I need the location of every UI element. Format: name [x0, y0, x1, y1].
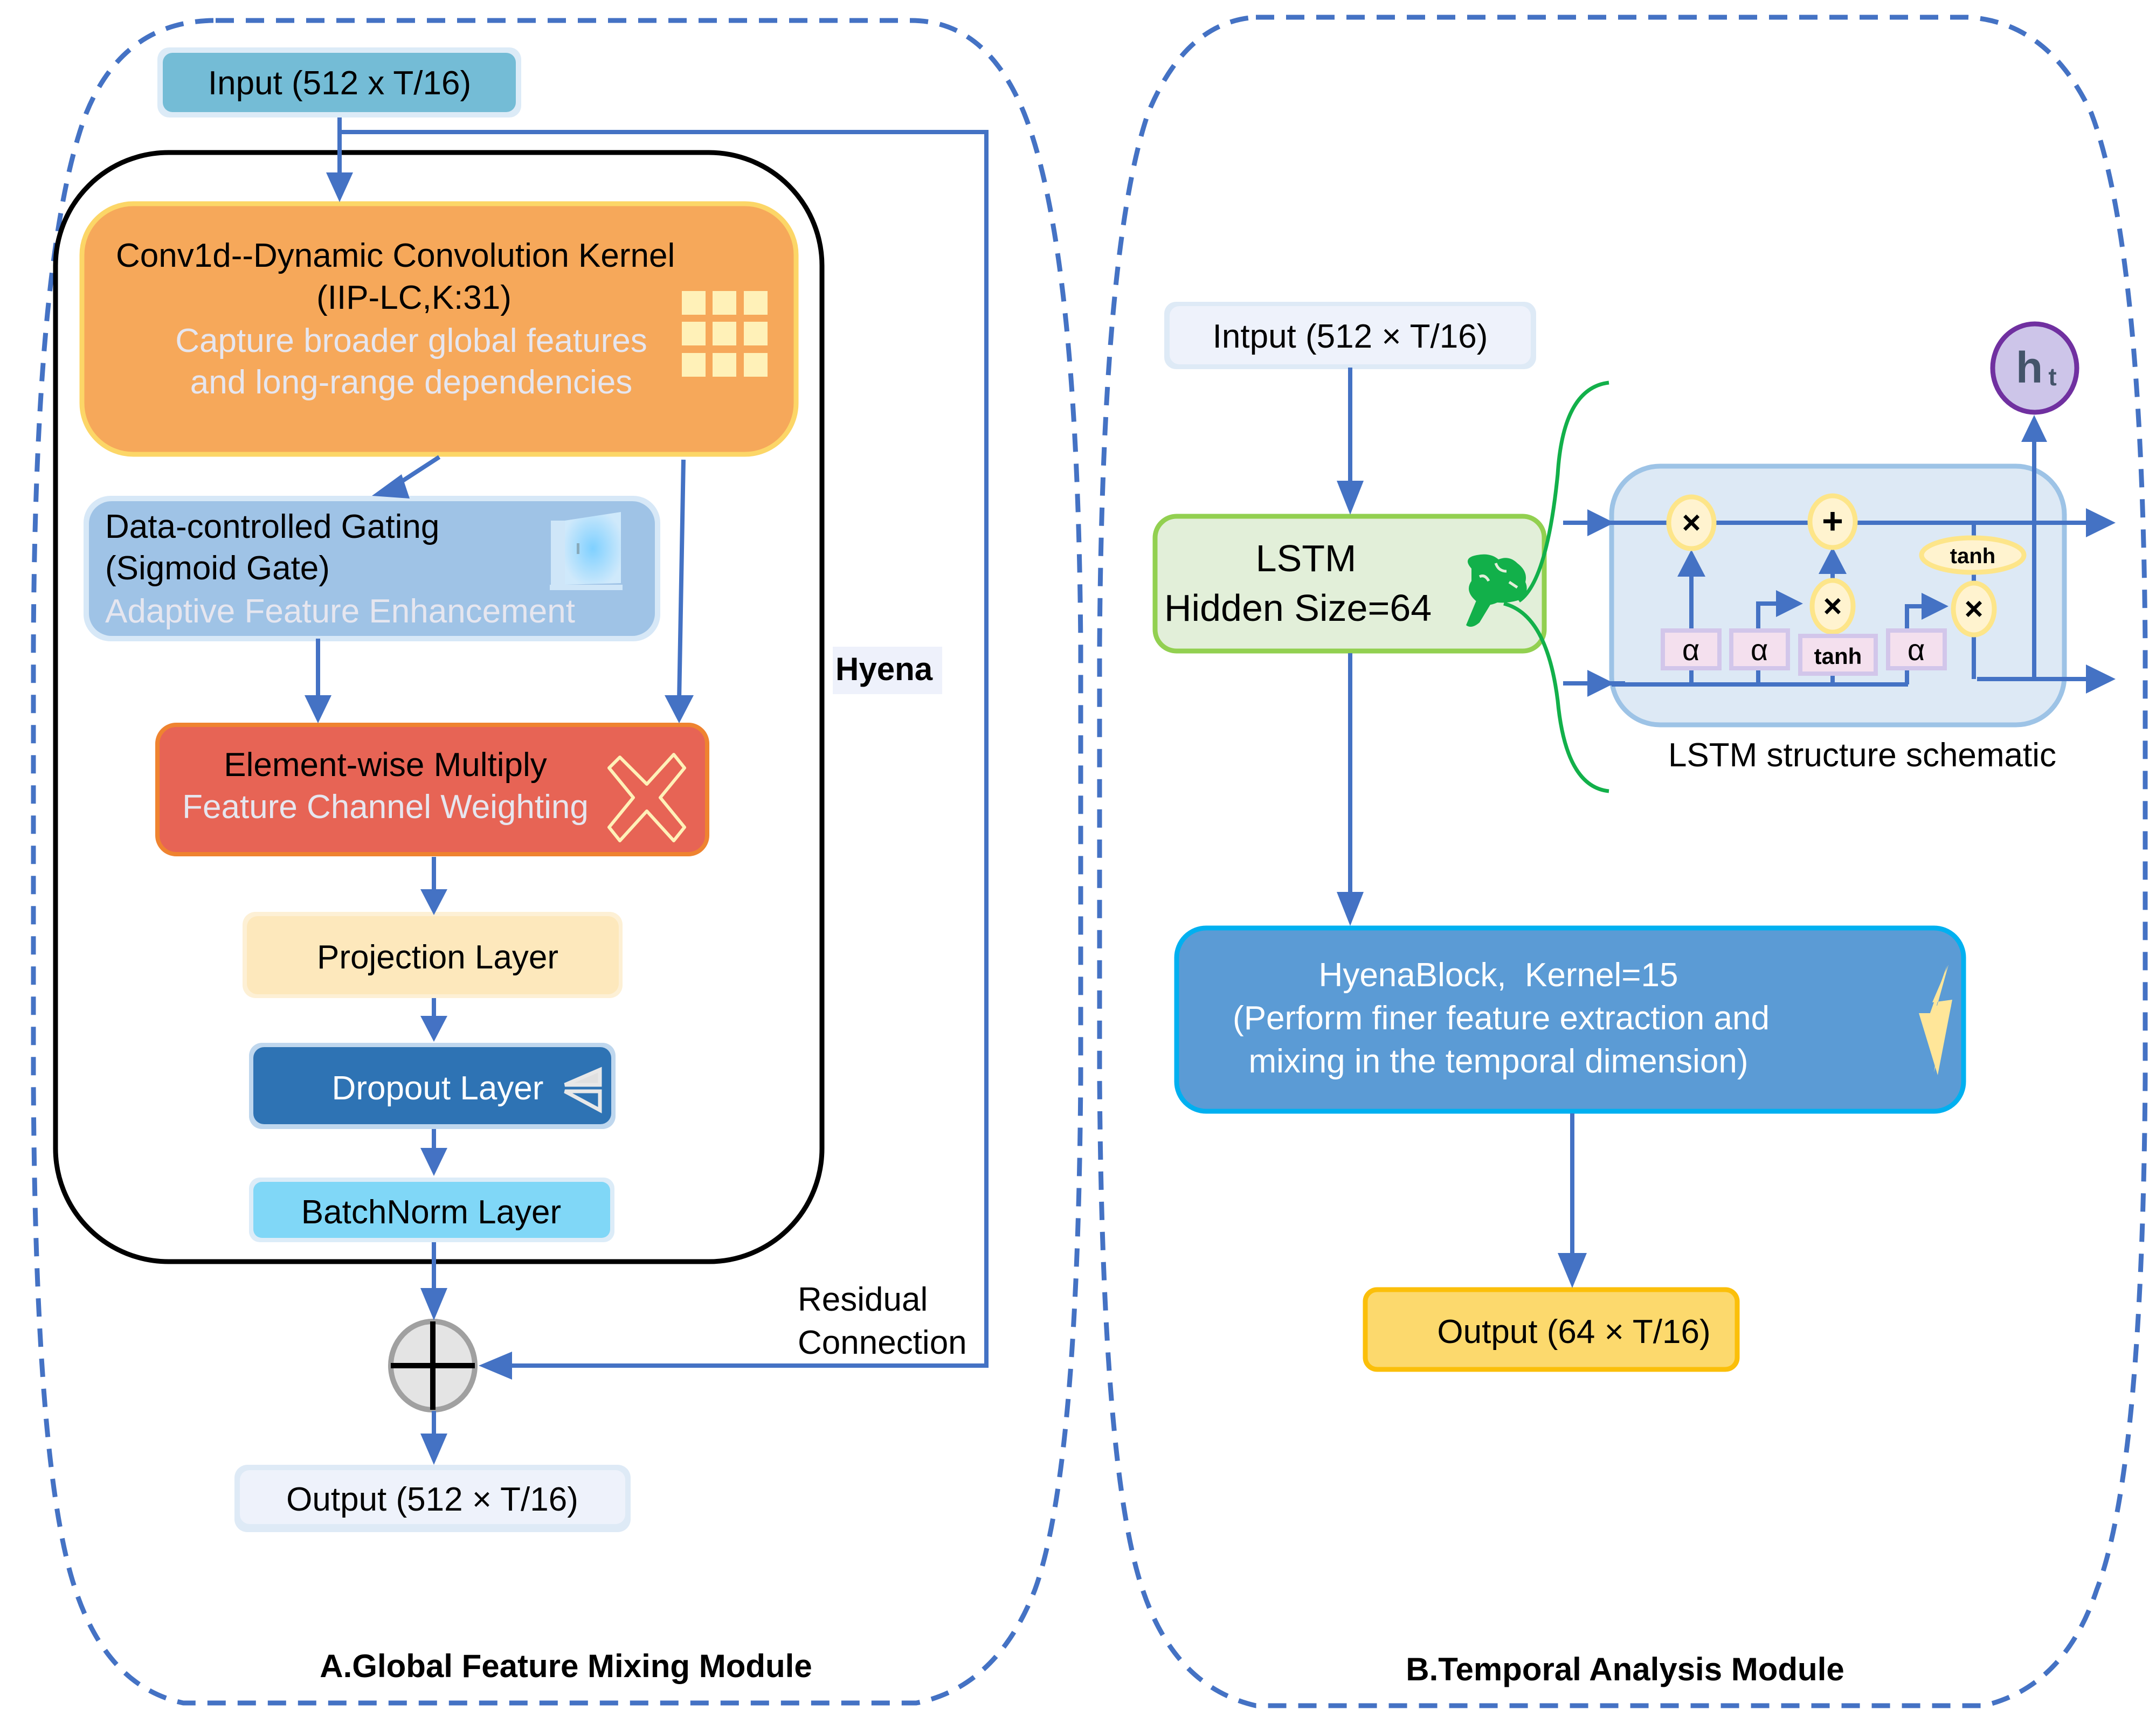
dropout-box — [253, 1047, 611, 1124]
gating-title-line1: Data-controlled Gating — [105, 508, 439, 545]
op-cell-add: + — [1807, 493, 1858, 550]
module-a-frame — [31, 18, 1083, 1706]
module-a-connectors — [305, 117, 989, 1465]
module-b-connectors — [1337, 368, 1587, 1288]
multiply-box — [155, 723, 709, 856]
lightning-icon-fill — [1929, 966, 1951, 1072]
op-tanh-top: tanh — [1919, 535, 2027, 575]
gate-input-sigma: α — [1729, 628, 1790, 670]
svg-text:α: α — [1908, 633, 1925, 667]
svg-text:α: α — [1751, 633, 1768, 667]
gating-title-line2: (Sigmoid Gate) — [105, 550, 330, 587]
hyena-label-bg — [833, 647, 942, 694]
svg-text:tanh: tanh — [1950, 544, 1995, 568]
lstm-schematic: × + × × tanh α — [1563, 321, 2116, 774]
conv-desc-line1: Capture broader global features — [175, 322, 647, 359]
gate-candidate-tanh: tanh — [1798, 634, 1878, 676]
op-input-multiply: × — [1809, 578, 1856, 635]
module-a: Hyena Input (512 x T/16) Conv1d--Dynamic… — [31, 18, 1083, 1706]
svg-text:×: × — [1682, 504, 1701, 541]
projection-label: Projection Layer — [317, 939, 558, 976]
module-b-frame — [1097, 15, 2148, 1708]
conv-desc-line2: and long-range dependencies — [190, 364, 632, 401]
svg-text:tanh: tanh — [1814, 643, 1862, 669]
multiply-desc: Feature Channel Weighting — [182, 788, 589, 826]
lstm-schematic-caption: LSTM structure schematic — [1668, 737, 2056, 774]
conv-box — [79, 201, 799, 457]
gating-box — [89, 501, 655, 636]
batchnorm-box — [253, 1182, 610, 1238]
input-a-label: Input (512 x T/16) — [208, 65, 471, 102]
input-b-label: Intput (512 × T/16) — [1213, 318, 1488, 355]
gate-output-sigma: α — [1886, 628, 1947, 670]
residual-label-line1: Residual — [798, 1281, 928, 1318]
residual-label-line2: Connection — [798, 1324, 967, 1361]
output-a-label: Output (512 × T/16) — [286, 1481, 578, 1518]
cross-icon — [607, 753, 686, 842]
dropout-label: Dropout Layer — [332, 1070, 544, 1107]
input-a-box — [163, 53, 516, 112]
hidden-state-node: h t — [1990, 321, 2079, 415]
multiply-title: Element-wise Multiply — [224, 746, 547, 784]
svg-text:h: h — [2016, 343, 2043, 392]
projection-box — [247, 916, 619, 994]
gate-forget-sigma: α — [1661, 628, 1722, 670]
output-b-box — [1363, 1287, 1740, 1372]
conv-title-line1: Conv1d--Dynamic Convolution Kernel — [116, 237, 675, 274]
hyena-block-title: HyenaBlock, Kernel=15 — [1319, 957, 1678, 994]
door-icon — [550, 512, 623, 590]
hyena-frame — [53, 150, 825, 1264]
batchnorm-label: BatchNorm Layer — [301, 1194, 561, 1231]
brace-curve-top — [1517, 380, 1609, 603]
grid-icon — [682, 291, 768, 377]
svg-text:×: × — [1823, 588, 1842, 624]
module-b: Intput (512 × T/16) LSTM Hidden Size=64 — [1097, 15, 2148, 1708]
lstm-title: LSTM — [1256, 537, 1357, 579]
conv-title-line2: (IIP-LC,K:31) — [316, 279, 512, 316]
svg-text:t: t — [2048, 363, 2056, 391]
svg-text:×: × — [1964, 591, 1983, 627]
svg-text:α: α — [1682, 633, 1699, 667]
lstm-box — [1152, 514, 1547, 654]
hyena-label: Hyena — [835, 651, 933, 687]
hyena-block-desc-line2: mixing in the temporal dimension) — [1249, 1043, 1749, 1080]
hyena-block-desc-line1: (Perform finer feature extraction and — [1233, 1000, 1770, 1037]
gating-desc: Adaptive Feature Enhancement — [105, 593, 575, 630]
op-forget-multiply: × — [1666, 494, 1717, 551]
sum-node — [388, 1319, 478, 1413]
output-a-box — [240, 1470, 625, 1524]
hyena-block-box — [1174, 925, 1966, 1114]
lightning-icon — [1919, 965, 1952, 1075]
brain-icon — [1466, 554, 1527, 627]
module-a-title: A.Global Feature Mixing Module — [320, 1648, 812, 1684]
brace-curve-bottom — [1503, 601, 1609, 793]
input-b-box — [1170, 306, 1531, 364]
lstm-hidden-size: Hidden Size=64 — [1164, 587, 1432, 629]
svg-text:+: + — [1822, 501, 1843, 542]
dropout-icon — [564, 1067, 602, 1113]
output-b-label: Output (64 × T/16) — [1437, 1313, 1710, 1351]
op-output-multiply: × — [1951, 580, 1997, 638]
module-b-title: B.Temporal Analysis Module — [1406, 1651, 1844, 1687]
